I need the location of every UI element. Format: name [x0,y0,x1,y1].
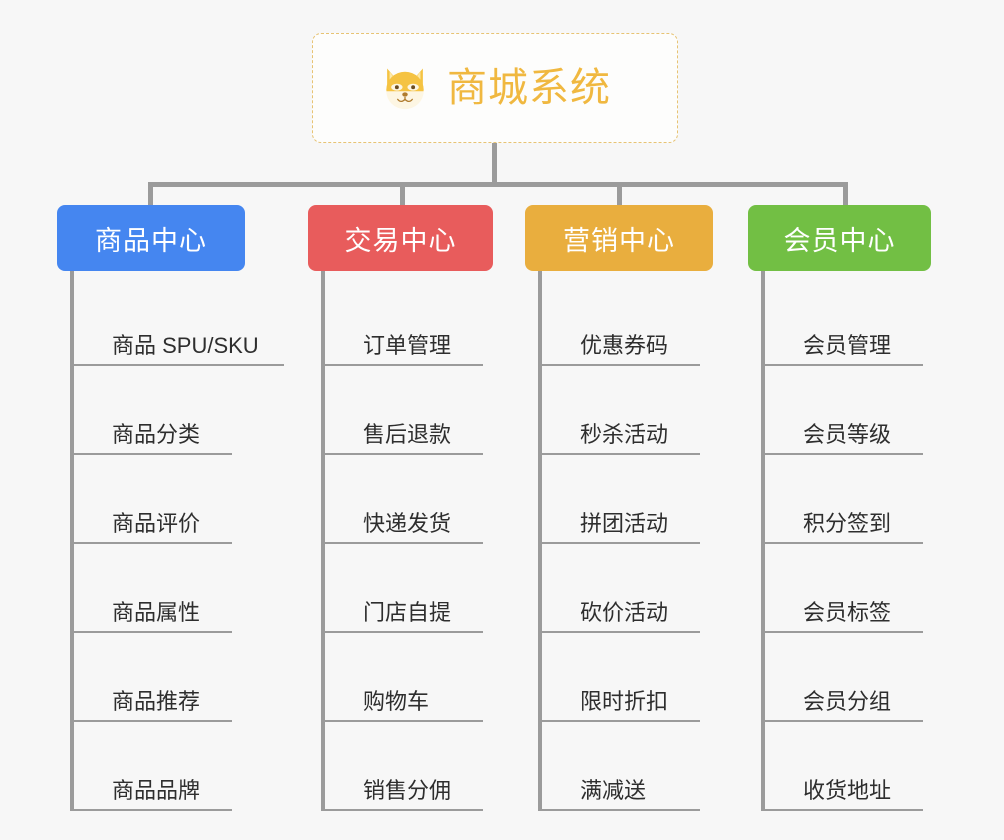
shiba-dog-icon [379,62,431,114]
leaf-item[interactable]: 订单管理 [325,277,493,366]
leaf-rule [74,542,232,544]
leaf-label: 优惠券码 [580,333,669,358]
leaf-item[interactable]: 门店自提 [325,544,493,633]
leaf-label: 商品分类 [112,422,201,447]
connector-stem [492,143,497,185]
leaf-rule [74,453,232,455]
leaf-label: 限时折扣 [580,689,669,714]
connector-drop-1 [400,185,405,207]
leaf-rule [325,720,483,722]
leaf-label: 商品 SPU/SKU [112,333,259,358]
leaf-label: 售后退款 [363,422,452,447]
leaf-label: 门店自提 [363,600,452,625]
leaf-list-product: 商品 SPU/SKU 商品分类 商品评价 商品属性 商品推荐 商品品牌 [70,271,284,811]
root-title: 商城系统 [447,66,611,110]
leaf-item[interactable]: 快递发货 [325,455,493,544]
leaf-item[interactable]: 商品属性 [74,544,245,633]
leaf-list-trade: 订单管理 售后退款 快递发货 门店自提 购物车 销售分佣 [321,271,493,811]
leaf-label: 会员标签 [803,600,892,625]
branch-header-product[interactable]: 商品中心 [57,205,245,271]
leaf-rule [765,542,923,544]
leaf-rule [542,720,700,722]
leaf-rule [74,809,232,811]
leaf-item[interactable]: 销售分佣 [325,722,493,811]
leaf-rule [765,364,923,366]
leaf-label: 砍价活动 [580,600,669,625]
leaf-item[interactable]: 拼团活动 [542,455,713,544]
leaf-rule [74,720,232,722]
leaf-rule [325,542,483,544]
branch-column-product: 商品中心 商品 SPU/SKU 商品分类 商品评价 商品属性 商品推荐 商品品牌 [57,205,284,811]
leaf-item[interactable]: 限时折扣 [542,633,713,722]
leaf-label: 商品评价 [112,511,201,536]
connector-drop-2 [617,185,622,207]
leaf-item[interactable]: 商品推荐 [74,633,245,722]
connector-drop-0 [148,185,153,207]
leaf-label: 拼团活动 [580,511,669,536]
leaf-item[interactable]: 会员分组 [765,633,931,722]
leaf-rule [325,364,483,366]
leaf-item[interactable]: 砍价活动 [542,544,713,633]
branch-column-trade: 交易中心 订单管理 售后退款 快递发货 门店自提 购物车 销售分佣 [308,205,493,811]
branch-column-member: 会员中心 会员管理 会员等级 积分签到 会员标签 会员分组 收货地址 [748,205,931,811]
branch-header-trade[interactable]: 交易中心 [308,205,493,271]
leaf-label: 商品品牌 [112,778,201,803]
leaf-label: 积分签到 [803,511,892,536]
leaf-label: 会员管理 [803,333,892,358]
leaf-label: 满减送 [580,778,647,803]
leaf-rule [74,631,232,633]
leaf-item[interactable]: 满减送 [542,722,713,811]
leaf-item[interactable]: 购物车 [325,633,493,722]
leaf-item[interactable]: 秒杀活动 [542,366,713,455]
leaf-rule [542,809,700,811]
leaf-item[interactable]: 会员标签 [765,544,931,633]
leaf-item[interactable]: 会员等级 [765,366,931,455]
leaf-label: 秒杀活动 [580,422,669,447]
leaf-rule [74,364,284,366]
leaf-label: 订单管理 [363,333,452,358]
leaf-label: 商品属性 [112,600,201,625]
leaf-item[interactable]: 商品评价 [74,455,245,544]
branch-header-marketing[interactable]: 营销中心 [525,205,713,271]
leaf-rule [765,631,923,633]
leaf-rule [542,542,700,544]
leaf-item[interactable]: 商品品牌 [74,722,245,811]
leaf-label: 购物车 [363,689,430,714]
leaf-rule [542,631,700,633]
branch-column-marketing: 营销中心 优惠券码 秒杀活动 拼团活动 砍价活动 限时折扣 满减送 [525,205,713,811]
leaf-label: 会员分组 [803,689,892,714]
leaf-item[interactable]: 积分签到 [765,455,931,544]
leaf-item[interactable]: 售后退款 [325,366,493,455]
leaf-item[interactable]: 会员管理 [765,277,931,366]
leaf-rule [765,720,923,722]
leaf-item[interactable]: 优惠券码 [542,277,713,366]
leaf-rule [542,453,700,455]
leaf-list-member: 会员管理 会员等级 积分签到 会员标签 会员分组 收货地址 [761,271,931,811]
branch-header-member[interactable]: 会员中心 [748,205,931,271]
leaf-item[interactable]: 商品 SPU/SKU [74,277,284,366]
leaf-rule [325,453,483,455]
leaf-label: 商品推荐 [112,689,201,714]
leaf-rule [765,809,923,811]
connector-bus [148,182,848,187]
leaf-item[interactable]: 收货地址 [765,722,931,811]
leaf-label: 会员等级 [803,422,892,447]
leaf-list-marketing: 优惠券码 秒杀活动 拼团活动 砍价活动 限时折扣 满减送 [538,271,713,811]
leaf-rule [325,631,483,633]
leaf-label: 收货地址 [803,778,892,803]
connector-drop-3 [843,185,848,207]
leaf-label: 销售分佣 [363,778,452,803]
leaf-rule [765,453,923,455]
leaf-label: 快递发货 [363,511,452,536]
leaf-rule [542,364,700,366]
leaf-rule [325,809,483,811]
leaf-item[interactable]: 商品分类 [74,366,245,455]
root-node[interactable]: 商城系统 [312,33,678,143]
